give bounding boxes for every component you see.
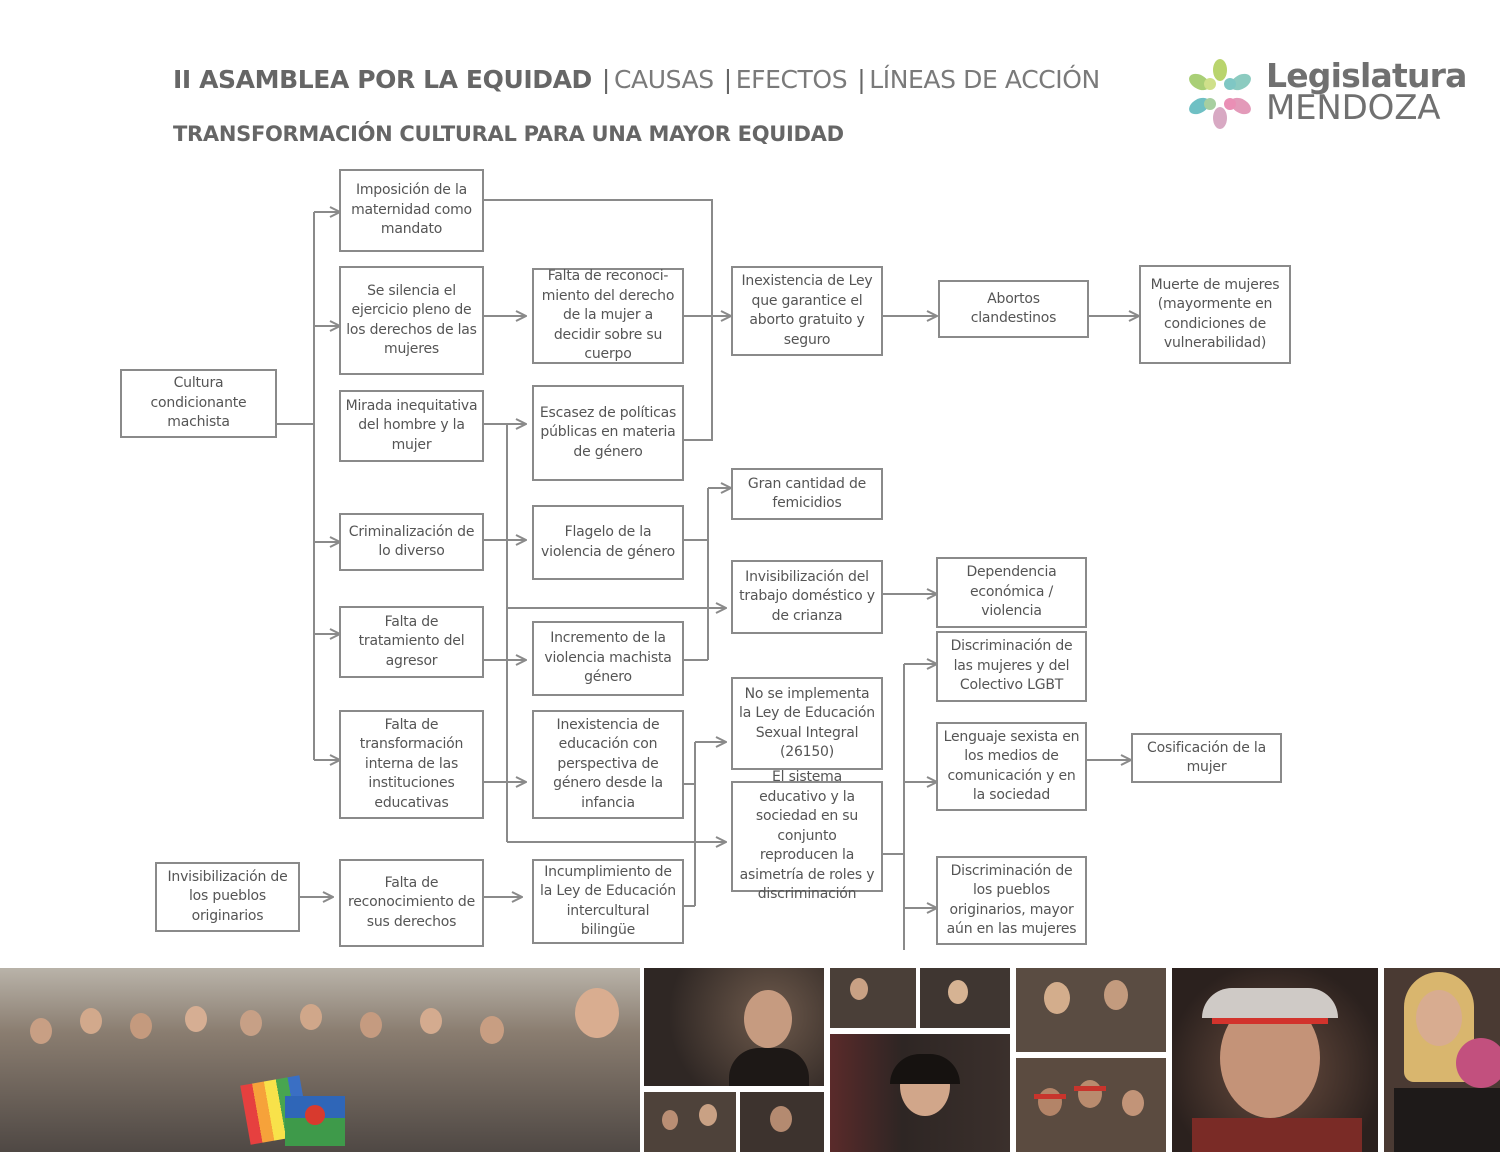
node-discr-pueblos: Discriminación de los pueblos originario…	[936, 856, 1087, 945]
title-separator: |	[857, 65, 866, 94]
logo-word-mendoza: MENDOZA	[1266, 88, 1441, 128]
node-sistema: El sistema educativo y la sociedad en su…	[731, 769, 883, 902]
legislatura-logo: Legislatura MENDOZA	[1180, 50, 1470, 140]
logo-word-legislatura: Legislatura	[1266, 56, 1467, 95]
node-transformacion: Falta de transformación interna de las i…	[339, 710, 484, 819]
flow-diagram	[277, 199, 1500, 950]
legislators-photo-1	[830, 968, 916, 1028]
header-title: II ASAMBLEA POR LA EQUIDAD|CAUSAS|EFECTO…	[173, 62, 1100, 98]
node-reconocimiento: Falta de reconocimiento de sus derechos	[339, 859, 484, 947]
assembly-title: II ASAMBLEA POR LA EQUIDAD	[173, 65, 592, 94]
node-inexistencia-educ: Inexistencia de educación con perspectiv…	[532, 710, 684, 819]
node-cosificacion: Cosificación de la mujer	[1131, 733, 1282, 783]
title-separator: |	[601, 65, 610, 94]
tag-lineas-de-accion: LÍNEAS DE ACCIÓN	[869, 65, 1100, 94]
indigenous-women-photo	[1016, 1058, 1166, 1152]
node-escasez: Escasez de políticas públicas en materia…	[532, 385, 684, 481]
node-abortos: Abortos clandestinos	[938, 280, 1089, 338]
woman-portrait-photo	[1384, 968, 1500, 1152]
node-incumplimiento: Incumplimiento de la Ley de Educación in…	[532, 859, 684, 944]
node-criminalizacion: Criminalización de lo diverso	[339, 513, 484, 571]
elder-woman-photo	[1172, 968, 1378, 1152]
legislatura-emblem-icon	[1189, 59, 1251, 129]
node-muerte: Muerte de mujeres (mayormente en condici…	[1139, 265, 1291, 364]
node-cultura: Cultura condicionante machista	[120, 369, 277, 438]
node-mirada: Mirada inequitativa del hombre y la muje…	[339, 390, 484, 462]
node-tratamiento: Falta de tratamiento del agresor	[339, 606, 484, 678]
woman-microphone-photo	[830, 1034, 1010, 1152]
tag-causas: CAUSAS	[613, 65, 714, 94]
node-dependencia: Dependencia económica / violencia	[936, 557, 1087, 628]
group-photo	[0, 968, 640, 1152]
node-femicidios: Gran cantidad de femicidios	[731, 468, 883, 520]
node-discr-lgbt: Discriminación de las mujeres y del Cole…	[936, 631, 1087, 702]
node-inexistencia-ley: Inexistencia de Ley que garantice el abo…	[731, 266, 883, 356]
session-photo-1	[644, 1092, 736, 1152]
page-subtitle: TRANSFORMACIÓN CULTURAL PARA UNA MAYOR E…	[173, 122, 844, 146]
node-imposicion: Imposición de la maternidad como mandato	[339, 169, 484, 252]
node-silencia: Se silencia el ejercicio pleno de los de…	[339, 266, 484, 375]
node-invis-trabajo: Invisibilización del trabajo doméstico y…	[731, 560, 883, 634]
photo-strip	[0, 968, 1500, 1152]
node-lenguaje: Lenguaje sexista en los medios de comuni…	[936, 722, 1087, 811]
connector-line	[483, 199, 713, 441]
title-separator: |	[723, 65, 732, 94]
session-photo-2	[740, 1092, 824, 1152]
woman-speaking-photo	[644, 968, 824, 1086]
tag-efectos: EFECTOS	[735, 65, 848, 94]
node-invis-pueblos: Invisibilización de los pueblos originar…	[155, 862, 300, 932]
panelists-photo	[1016, 968, 1166, 1052]
node-falta-derecho: Falta de reconoci-miento del derecho de …	[532, 268, 684, 364]
legislators-photo-2	[920, 968, 1010, 1028]
node-flagelo: Flagelo de la violencia de género	[532, 505, 684, 580]
node-incremento: Incremento de la violencia machista géne…	[532, 621, 684, 696]
node-ley-esi: No se implementa la Ley de Educación Sex…	[731, 677, 883, 770]
